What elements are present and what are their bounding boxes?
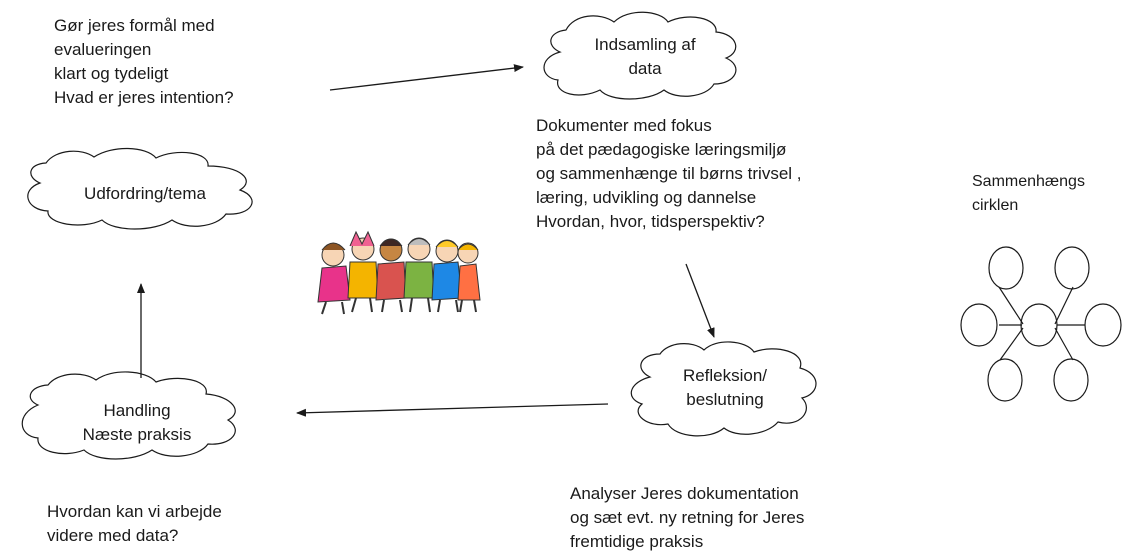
- intro-line: Gør jeres formål med: [54, 16, 215, 35]
- hvordan-line: videre med data?: [47, 526, 179, 545]
- circle-bottom-right: [1053, 358, 1089, 402]
- cloud-udfordring: [27, 147, 253, 230]
- analyser-line: fremtidige praksis: [570, 532, 704, 551]
- cloud-indsamling-label: Indsamling af data: [580, 33, 710, 81]
- analyser-line: og sæt evt. ny retning for Jeres: [570, 508, 805, 527]
- dokumenter-line: Hvordan, hvor, tidsperspektiv?: [536, 212, 765, 231]
- sammenhaengs-line: Sammenhængs: [972, 173, 1085, 190]
- cloud-label-line: Handling: [103, 401, 171, 420]
- dokumenter-line: Dokumenter med fokus: [536, 116, 712, 135]
- cloud-label-line: Indsamling af: [594, 35, 696, 54]
- cloud-refleksion-label: Refleksion/ beslutning: [655, 364, 795, 412]
- cloud-udfordring-label: Udfordring/tema: [60, 182, 230, 206]
- intro-text: Gør jeres formål med evalueringen klart …: [54, 14, 234, 110]
- dokumenter-line: og sammenhænge til børns trivsel ,: [536, 164, 802, 183]
- intro-line: Hvad er jeres intention?: [54, 88, 234, 107]
- circle-top-right: [1054, 246, 1090, 290]
- cloud-label-line: beslutning: [686, 390, 764, 409]
- cloud-label-line: Refleksion/: [682, 366, 768, 385]
- analyser-text: Analyser Jeres dokumentation og sæt evt.…: [570, 482, 804, 554]
- hvordan-line: Hvordan kan vi arbejde: [47, 502, 222, 521]
- arrow-intro-to-indsamling: [329, 64, 524, 91]
- dokumenter-line: læring, udvikling og dannelse: [536, 188, 757, 207]
- sammenhaengs-circle-diagram: [960, 246, 1122, 402]
- analyser-line: Analyser Jeres dokumentation: [570, 484, 799, 503]
- circle-top-left: [988, 246, 1024, 290]
- cloud-label-line: Næste praksis: [82, 425, 192, 444]
- circle-center: [1020, 303, 1058, 347]
- cloud-indsamling: [543, 11, 737, 100]
- cloud-handling: [21, 371, 236, 460]
- sammenhaengs-line: cirklen: [972, 197, 1019, 214]
- circle-bottom-left: [987, 358, 1023, 402]
- hvordan-text: Hvordan kan vi arbejde videre med data?: [47, 500, 222, 548]
- children-group-icon: [317, 230, 481, 315]
- arrow-refleksion-to-handling: [296, 403, 609, 417]
- intro-line: evalueringen: [54, 40, 152, 59]
- dokumenter-line: på det pædagogiske læringsmiljø: [536, 140, 787, 159]
- cloud-handling-label: Handling Næste praksis: [52, 399, 222, 447]
- cloud-refleksion: [630, 341, 817, 437]
- dokumenter-text: Dokumenter med fokus på det pædagogiske …: [536, 114, 802, 234]
- cloud-label-line: Udfordring/tema: [84, 184, 206, 203]
- circle-left: [960, 303, 998, 347]
- sammenhaengs-title: Sammenhængs cirklen: [972, 170, 1085, 218]
- intro-line: klart og tydeligt: [54, 64, 169, 83]
- cloud-label-line: data: [628, 59, 662, 78]
- circle-right: [1084, 303, 1122, 347]
- arrow-dokumenter-to-refleksion: [685, 263, 715, 338]
